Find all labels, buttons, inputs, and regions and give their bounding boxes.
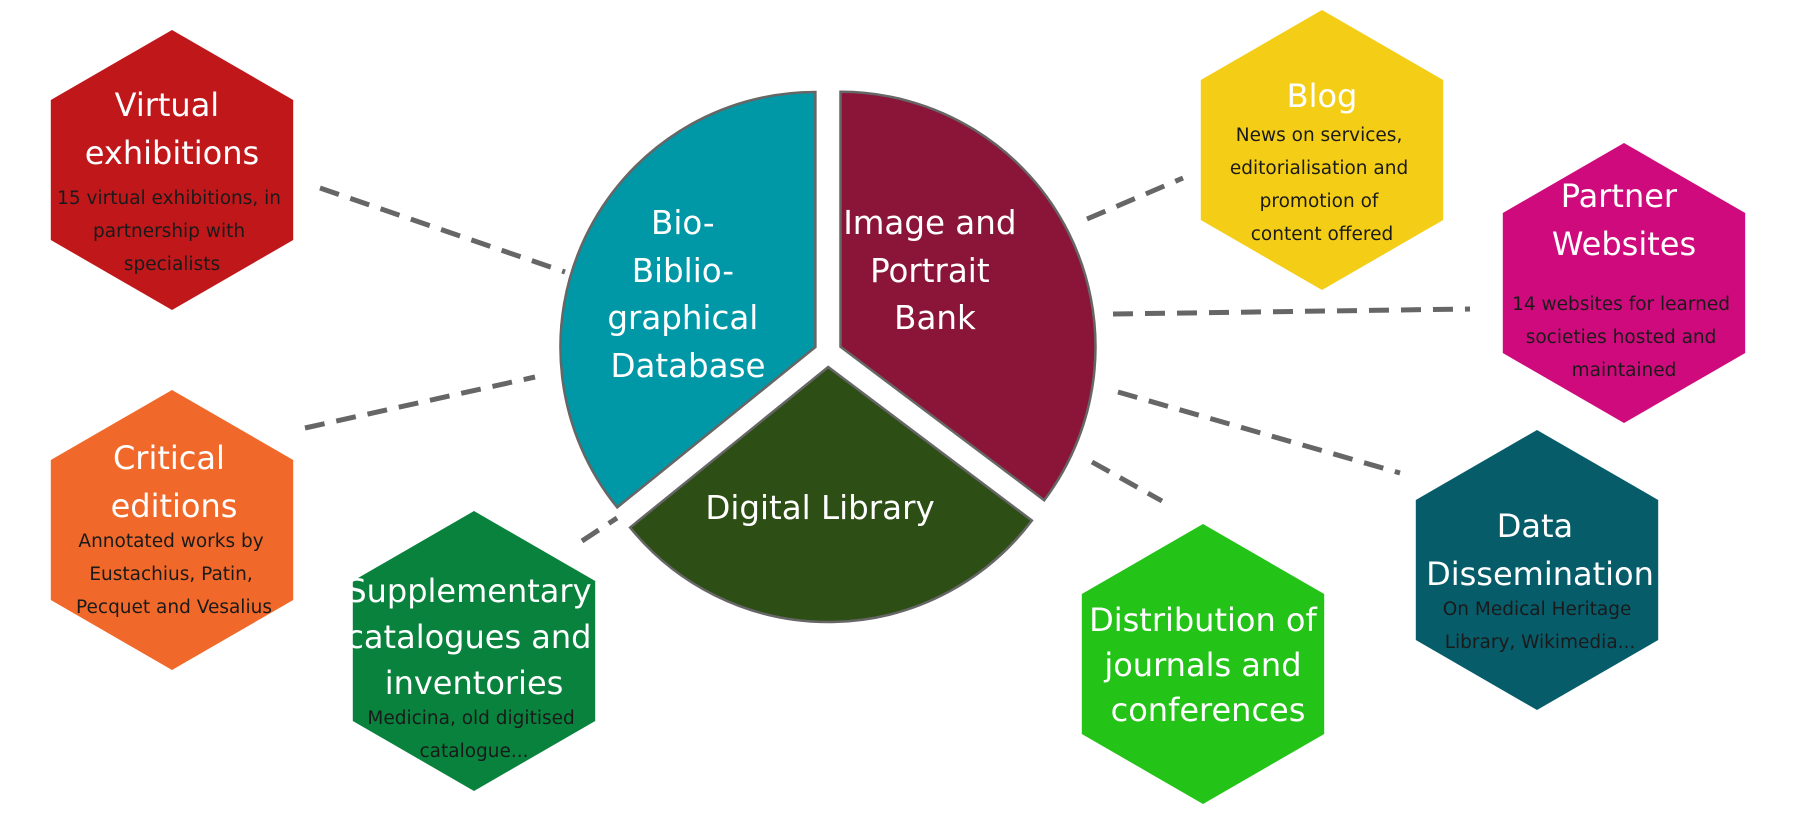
segment-bio-bibliographical-database xyxy=(559,90,817,510)
node-title-data-dissemination: Data Dissemination xyxy=(1426,507,1654,593)
hexagon-supplementary-catalogues xyxy=(352,511,596,791)
connector-critical-editions xyxy=(304,374,536,431)
connector-partner-websites xyxy=(1112,306,1471,317)
node-title-virtual-exhibitions: Virtual exhibitions xyxy=(85,86,259,172)
hexagon-nodes: Virtual exhibitions 15 virtual exhibitio… xyxy=(50,10,1746,804)
hexagon-partner-websites xyxy=(1502,143,1746,423)
connector-blog xyxy=(1086,175,1184,222)
connector-data-dissemination xyxy=(1117,389,1401,476)
node-desc-data-dissemination: On Medical Heritage Library, Wikimedia..… xyxy=(1443,599,1638,653)
segment-digital-library xyxy=(628,365,1034,624)
node-desc-virtual-exhibitions: 15 virtual exhibitions, in partnership w… xyxy=(57,188,287,275)
node-virtual-exhibitions: Virtual exhibitions 15 virtual exhibitio… xyxy=(50,30,294,310)
hexagon-distribution-journals xyxy=(1081,524,1325,804)
node-desc-blog: News on services, editorialisation and p… xyxy=(1230,125,1414,245)
node-supplementary-catalogues: Supplementary catalogues and inventories… xyxy=(346,511,601,791)
node-desc-partner-websites: 14 websites for learned societies hosted… xyxy=(1512,294,1736,381)
connector-supplementary-catalogues xyxy=(580,515,619,544)
node-distribution-journals: Distribution of journals and conferences xyxy=(1081,524,1327,804)
node-blog: Blog News on services, editorialisation … xyxy=(1200,10,1444,290)
segment-label-digital: Digital Library xyxy=(705,489,934,527)
segment-label-image: Image and Portrait Bank xyxy=(843,204,1027,337)
connector-distribution-journals xyxy=(1090,459,1164,504)
hexagon-data-dissemination xyxy=(1415,430,1659,710)
node-critical-editions: Critical editions Annotated works by Eus… xyxy=(50,390,294,670)
hexagon-virtual-exhibitions xyxy=(50,30,294,310)
connector-lines xyxy=(304,175,1471,544)
node-title-distribution-journals: Distribution of journals and conferences xyxy=(1089,601,1327,729)
node-title-partner-websites: Partner Websites xyxy=(1552,177,1696,263)
segment-image-portrait-bank xyxy=(839,90,1097,502)
hexagon-blog xyxy=(1200,10,1444,290)
node-desc-critical-editions: Annotated works by Eustachius, Patin, Pe… xyxy=(76,531,272,618)
node-title-critical-editions: Critical editions xyxy=(111,439,238,525)
connector-virtual-exhibitions xyxy=(319,185,566,275)
node-partner-websites: Partner Websites 14 websites for learned… xyxy=(1502,143,1746,423)
segment-label-bio: Bio- Biblio- graphical Database xyxy=(607,204,768,385)
node-title-blog: Blog xyxy=(1287,77,1358,115)
node-title-supplementary-catalogues: Supplementary catalogues and inventories xyxy=(346,572,601,702)
hexagon-critical-editions xyxy=(50,390,294,670)
center-pie-chart: Bio- Biblio- graphical Database Image an… xyxy=(559,90,1097,624)
node-data-dissemination: Data Dissemination On Medical Heritage L… xyxy=(1415,430,1659,710)
node-desc-supplementary-catalogues: Medicina, old digitised catalogue... xyxy=(367,708,580,762)
